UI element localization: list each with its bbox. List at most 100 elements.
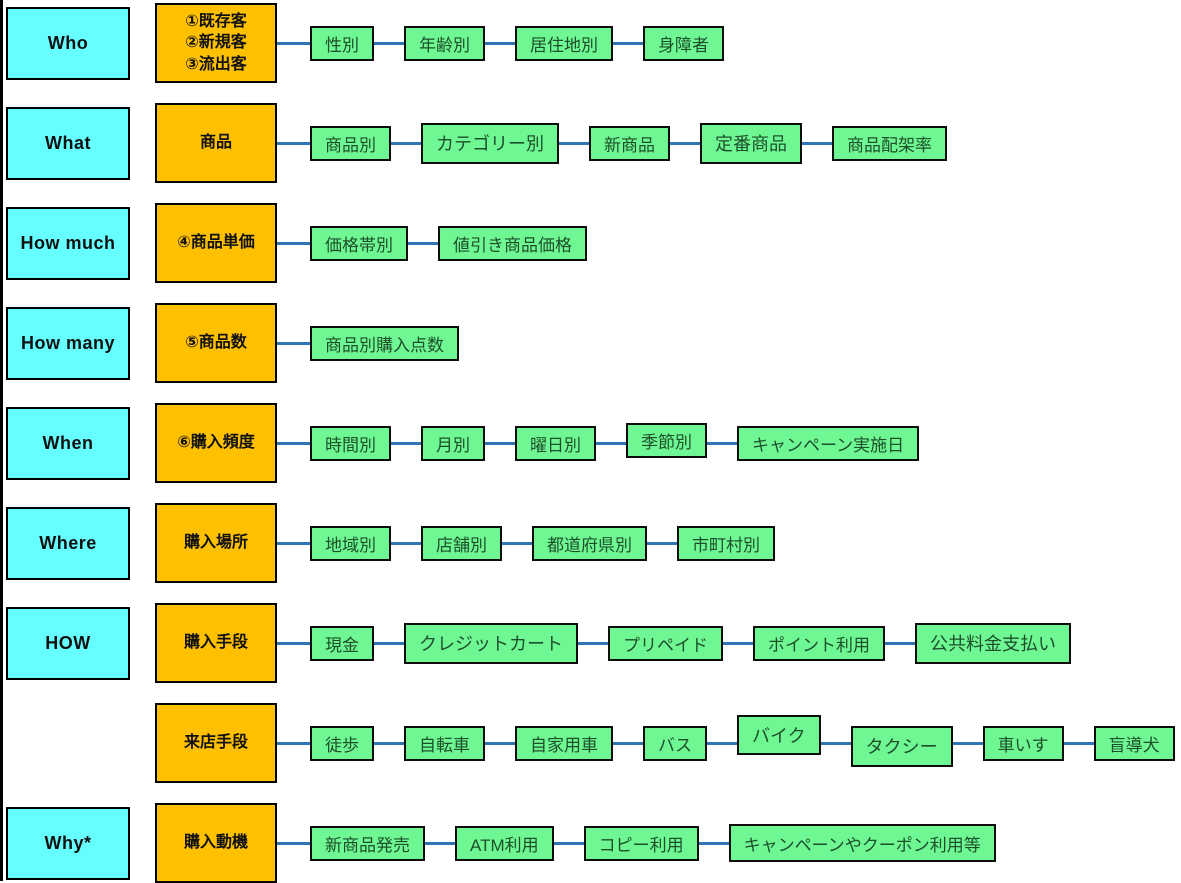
connector-line [374,41,404,45]
category-label-line: 購入手段 [183,634,248,652]
item-box: 値引き商品価格 [438,225,587,261]
connector-line [885,641,915,645]
item-box: 商品別 [310,125,391,161]
connector-line [391,441,421,445]
diagram-row: Where 購入場所 地域別店舗別都道府県別市町村別 [3,503,1181,583]
item-box: 年齢別 [404,25,485,61]
connector-line [502,541,532,545]
category-label-line: ⑥購入頻度 [177,434,255,452]
item-box: コピー利用 [583,825,699,861]
item-chain: 新商品発売 ATM利用コピー利用キャンペーンやクーポン利用等 [277,824,996,862]
item-box: 身障者 [643,25,724,61]
connector-line [277,241,310,245]
diagram-row: HOW 購入手段 現金クレジットカートプリペイドポイント利用公共料金支払い [3,603,1181,683]
connector-line [647,541,677,545]
item-box: バス [643,725,707,761]
item-chain: 地域別店舗別都道府県別市町村別 [277,525,775,561]
item-box: ATM利用 [455,825,554,861]
question-box: What [6,106,130,180]
connector-line [613,41,643,45]
diagram-row: How many ⑤商品数 商品別購入点数 [3,303,1181,383]
connector-line [707,441,737,445]
connector-line [277,641,310,645]
category-box: 購入動機 [155,803,277,883]
connector-line [374,641,404,645]
category-box: 商品 [155,103,277,183]
connector-line [277,441,310,445]
question-box: HOW [6,606,130,680]
item-box: 時間別 [310,425,391,461]
category-label-line: 購入動機 [183,834,248,852]
item-box: 性別 [310,25,374,61]
connector-line [277,841,310,845]
question-box: Why* [6,806,130,880]
question-box: How much [6,206,130,280]
item-box: 定番商品 [700,122,802,164]
item-box: 店舗別 [421,525,502,561]
connector-line [596,441,626,445]
connector-line [391,141,421,145]
category-box: 購入手段 [155,603,277,683]
item-box: バイク [737,715,821,755]
connector-line [277,341,310,345]
item-box: 新商品発売 [310,825,425,861]
item-box: クレジットカート [404,622,578,664]
item-chain: 徒歩自転車自家用車バスバイクタクシー車いす盲導犬 [277,715,1175,767]
category-label-line: 購入場所 [183,534,248,552]
item-box: 市町村別 [677,525,775,561]
item-box: プリペイド [608,625,723,661]
item-chain: 価格帯別値引き商品価格 [277,225,587,261]
connector-line [485,741,515,745]
question-box: When [6,406,130,480]
connector-line [1063,741,1094,745]
connector-line [802,141,832,145]
diagram-row: 来店手段 徒歩自転車自家用車バスバイクタクシー車いす盲導犬 [3,703,1181,783]
item-box: 地域別 [310,525,391,561]
item-box: 新商品 [589,125,670,161]
connector-line [553,841,584,845]
category-box: ⑥購入頻度 [155,403,277,483]
connector-line [613,741,643,745]
connector-line [578,641,608,645]
connector-line [485,441,515,445]
item-box: 季節別 [626,422,707,458]
item-box: 自家用車 [515,725,613,761]
item-box: ポイント利用 [753,625,885,661]
category-label-line: ④商品単価 [177,234,255,252]
item-box: 自転車 [404,725,485,761]
category-label-line: 来店手段 [183,734,248,752]
item-chain: 商品別カテゴリー別新商品定番商品商品配架率 [277,122,947,164]
connector-line [670,141,700,145]
item-box: キャンペーンやクーポン利用等 [728,824,996,862]
question-box: How many [6,306,130,380]
item-box: キャンペーン実施日 [737,425,920,461]
item-chain: 時間別月別曜日別季節別キャンペーン実施日 [277,422,920,461]
item-box: 車いす [982,725,1064,761]
item-box: タクシー [850,725,953,767]
connector-line [425,841,455,845]
connector-line [559,141,589,145]
category-label-line: ①既存客 [185,12,247,30]
item-box: 価格帯別 [310,225,408,261]
item-box: 商品配架率 [832,125,947,161]
connector-line [277,741,310,745]
diagram-row: Why* 購入動機 新商品発売 ATM利用コピー利用キャンペーンやクーポン利用等 [3,803,1181,883]
question-box: Where [6,506,130,580]
category-box: ④商品単価 [155,203,277,283]
connector-line [707,741,737,745]
item-box: 徒歩 [310,725,374,761]
item-chain: 性別年齢別居住地別身障者 [277,25,724,61]
item-box: 公共料金支払い [915,622,1071,664]
item-chain: 商品別購入点数 [277,325,459,361]
category-label-line: 商品 [199,134,232,152]
connector-line [277,541,310,545]
connector-line [723,641,753,645]
item-chain: 現金クレジットカートプリペイドポイント利用公共料金支払い [277,622,1071,664]
item-box: 都道府県別 [532,525,647,561]
question-box: Who [6,6,130,80]
item-box: カテゴリー別 [421,122,559,164]
item-box: 現金 [310,625,374,661]
